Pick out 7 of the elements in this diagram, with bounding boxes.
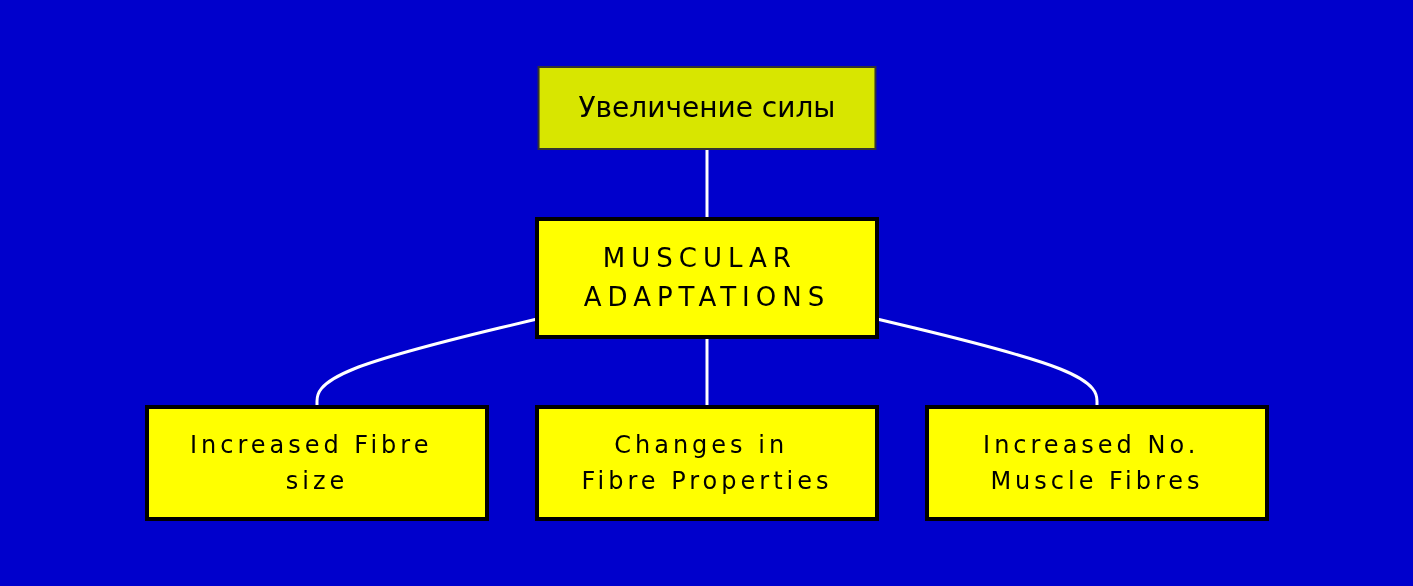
node-box: Increased Fibre size (144, 405, 489, 521)
node-box: MUSCULAR ADAPTATIONS (534, 217, 879, 339)
connector (705, 149, 708, 219)
connector (705, 337, 708, 407)
node-box: Увеличение силы (537, 66, 876, 150)
node-box: Changes in Fibre Properties (534, 405, 879, 521)
node-box: Increased No. Muscle Fibres (924, 405, 1269, 521)
